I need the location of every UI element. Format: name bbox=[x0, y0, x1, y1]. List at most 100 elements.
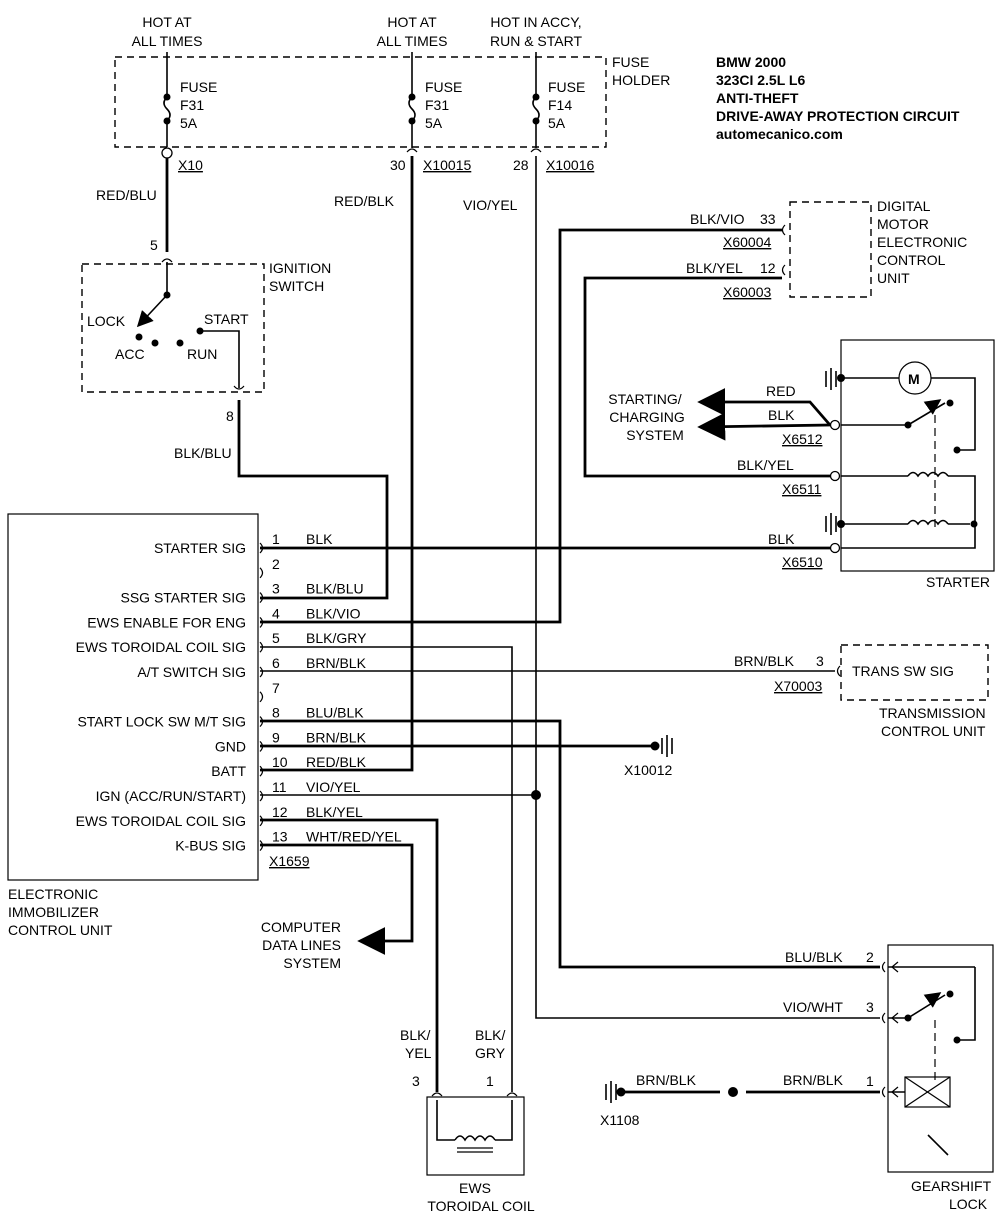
ecu-wire-color: WHT/RED/YEL bbox=[306, 829, 402, 845]
svg-text:FUSE: FUSE bbox=[425, 79, 462, 95]
svg-text:X6510: X6510 bbox=[782, 554, 823, 570]
svg-text:BLK/VIO: BLK/VIO bbox=[690, 211, 745, 227]
fuse-f31-a: FUSE F31 5A X10 bbox=[161, 52, 217, 173]
wire-blk-starter: BLK bbox=[260, 531, 830, 550]
svg-text:BLK/BLU: BLK/BLU bbox=[174, 445, 232, 461]
svg-text:BLK: BLK bbox=[768, 407, 795, 423]
svg-text:X6511: X6511 bbox=[782, 481, 822, 497]
svg-text:DATA LINES: DATA LINES bbox=[262, 937, 341, 953]
svg-text:COMPUTER: COMPUTER bbox=[261, 919, 341, 935]
ecu-pin-name: IGN (ACC/RUN/START) bbox=[96, 788, 246, 804]
ignition-lock: LOCK bbox=[87, 313, 126, 329]
ecu-pin-name: A/T SWITCH SIG bbox=[137, 664, 246, 680]
svg-text:MOTOR: MOTOR bbox=[877, 216, 929, 232]
svg-text:2: 2 bbox=[866, 949, 874, 965]
wire-gnd: X10012 bbox=[260, 735, 673, 778]
ground-x10012: X10012 bbox=[624, 762, 672, 778]
pin-connector bbox=[259, 592, 264, 604]
fuse2-pin: 30 bbox=[390, 157, 406, 173]
ecu-pin-row: BATT 10 RED/BLK bbox=[211, 754, 366, 779]
svg-text:CONTROL UNIT: CONTROL UNIT bbox=[8, 922, 113, 938]
ecu-pin-number: 3 bbox=[272, 581, 280, 597]
svg-text:BLK/: BLK/ bbox=[475, 1027, 505, 1043]
ignition-start: START bbox=[204, 311, 249, 327]
svg-text:TRANS SW SIG: TRANS SW SIG bbox=[852, 663, 954, 679]
starter-label: STARTER bbox=[926, 574, 990, 590]
ecu-pin-name: EWS TOROIDAL COIL SIG bbox=[76, 639, 246, 655]
svg-text:F31: F31 bbox=[425, 97, 449, 113]
fuse3-hot-1: HOT IN ACCY, bbox=[490, 14, 581, 30]
svg-text:BLU/BLK: BLU/BLK bbox=[785, 949, 843, 965]
ecu-pin-row: IGN (ACC/RUN/START) 11 VIO/YEL bbox=[96, 779, 361, 804]
ecu-pin-name: EWS ENABLE FOR ENG bbox=[87, 614, 246, 630]
wire-blk-vio: BLK/VIO bbox=[260, 211, 782, 624]
ecu-pin-name: SSG STARTER SIG bbox=[120, 590, 246, 606]
diagram-title: BMW 2000 323CI 2.5L L6 ANTI-THEFT DRIVE-… bbox=[716, 54, 960, 142]
svg-text:CONTROL UNIT: CONTROL UNIT bbox=[881, 723, 986, 739]
svg-text:SYSTEM: SYSTEM bbox=[626, 427, 684, 443]
wire-red-blu: RED/BLU bbox=[96, 158, 169, 252]
svg-text:RED/BLU: RED/BLU bbox=[96, 187, 157, 203]
svg-text:UNIT: UNIT bbox=[877, 270, 910, 286]
starting-charging-system: RED BLK STARTING/ CHARGING SYSTEM bbox=[608, 383, 832, 443]
ecu-pin-number: 10 bbox=[272, 754, 288, 770]
gearshift-lock: GEARSHIFT LOCK 2 3 1 bbox=[866, 944, 994, 1212]
fuse2-hot-1: HOT AT bbox=[387, 14, 437, 30]
svg-text:DIGITAL: DIGITAL bbox=[877, 198, 931, 214]
wire-vio-wht-label: VIO/WHT bbox=[783, 999, 843, 1015]
fuse-holder-box bbox=[114, 56, 607, 148]
website-label: automecanico.com bbox=[716, 126, 843, 142]
svg-text:BLK/: BLK/ bbox=[400, 1027, 430, 1043]
wire-brn-blk-tcu: BRN/BLK bbox=[260, 653, 835, 672]
svg-text:FUSE: FUSE bbox=[180, 79, 217, 95]
svg-text:LOCK: LOCK bbox=[949, 1196, 988, 1212]
ecu-pin-name: EWS TOROIDAL COIL SIG bbox=[76, 813, 246, 829]
ecu-pin-name: STARTER SIG bbox=[154, 540, 246, 556]
fuse-f31-b: FUSE F31 5A 30 X10015 bbox=[390, 52, 471, 173]
svg-text:BRN/BLK: BRN/BLK bbox=[636, 1072, 697, 1088]
ecu-wire-color: VIO/YEL bbox=[306, 779, 361, 795]
ecu-pin-number: 11 bbox=[272, 779, 287, 795]
svg-text:SWITCH: SWITCH bbox=[269, 278, 324, 294]
pin-connector bbox=[259, 691, 264, 703]
ecu-pin-name: BATT bbox=[211, 763, 246, 779]
connector-x10016: X10016 bbox=[546, 157, 594, 173]
ecu-pin-number: 6 bbox=[272, 655, 280, 671]
connector-x10015: X10015 bbox=[423, 157, 471, 173]
fuse-holder-label-2: HOLDER bbox=[612, 72, 670, 88]
ews-toroidal-coil: BLK/ YEL BLK/ GRY 3 1 EWS TOROIDAL COIL bbox=[400, 1027, 535, 1214]
svg-text:VIO/YEL: VIO/YEL bbox=[463, 197, 518, 213]
wire-blk-yel-starter-label: BLK/YEL bbox=[737, 457, 794, 473]
ignition-run: RUN bbox=[187, 346, 217, 362]
wire-brn-blk-gearshift: BRN/BLK BRN/BLK X1108 bbox=[600, 1072, 880, 1128]
fuse3-hot-2: RUN & START bbox=[490, 33, 582, 49]
title-line-1: BMW 2000 bbox=[716, 54, 786, 70]
ecu-wire-color: BLK bbox=[306, 531, 333, 547]
ecu-wire-color: RED/BLK bbox=[306, 754, 367, 770]
dme-control-unit: DIGITAL MOTOR ELECTRONIC CONTROL UNIT 33… bbox=[723, 198, 967, 300]
transmission-control-unit: TRANS SW SIG 3 X70003 TRANSMISSION CONTR… bbox=[774, 644, 989, 739]
title-line-3: ANTI-THEFT bbox=[716, 90, 799, 106]
pin-connector bbox=[259, 567, 264, 579]
svg-text:TRANSMISSION: TRANSMISSION bbox=[879, 705, 986, 721]
svg-text:5A: 5A bbox=[425, 115, 443, 131]
svg-text:EWS: EWS bbox=[459, 1180, 491, 1196]
ecu-wire-color: BRN/BLK bbox=[306, 729, 367, 745]
connector-x10: X10 bbox=[178, 157, 203, 173]
pin-connector bbox=[259, 765, 264, 777]
ignition-pin-5: 5 bbox=[150, 237, 158, 253]
svg-text:X70003: X70003 bbox=[774, 678, 822, 694]
ignition-pin-8: 8 bbox=[226, 408, 234, 424]
ecu-pin-number: 7 bbox=[272, 680, 280, 696]
fuse-holder: FUSE HOLDER HOT AT ALL TIMES HOT AT ALL … bbox=[114, 14, 670, 173]
svg-text:RED: RED bbox=[766, 383, 796, 399]
svg-text:SYSTEM: SYSTEM bbox=[283, 955, 341, 971]
ecu-pin-number: 4 bbox=[272, 605, 280, 621]
svg-text:F31: F31 bbox=[180, 97, 204, 113]
starter-unit: STARTER M bbox=[782, 339, 995, 590]
